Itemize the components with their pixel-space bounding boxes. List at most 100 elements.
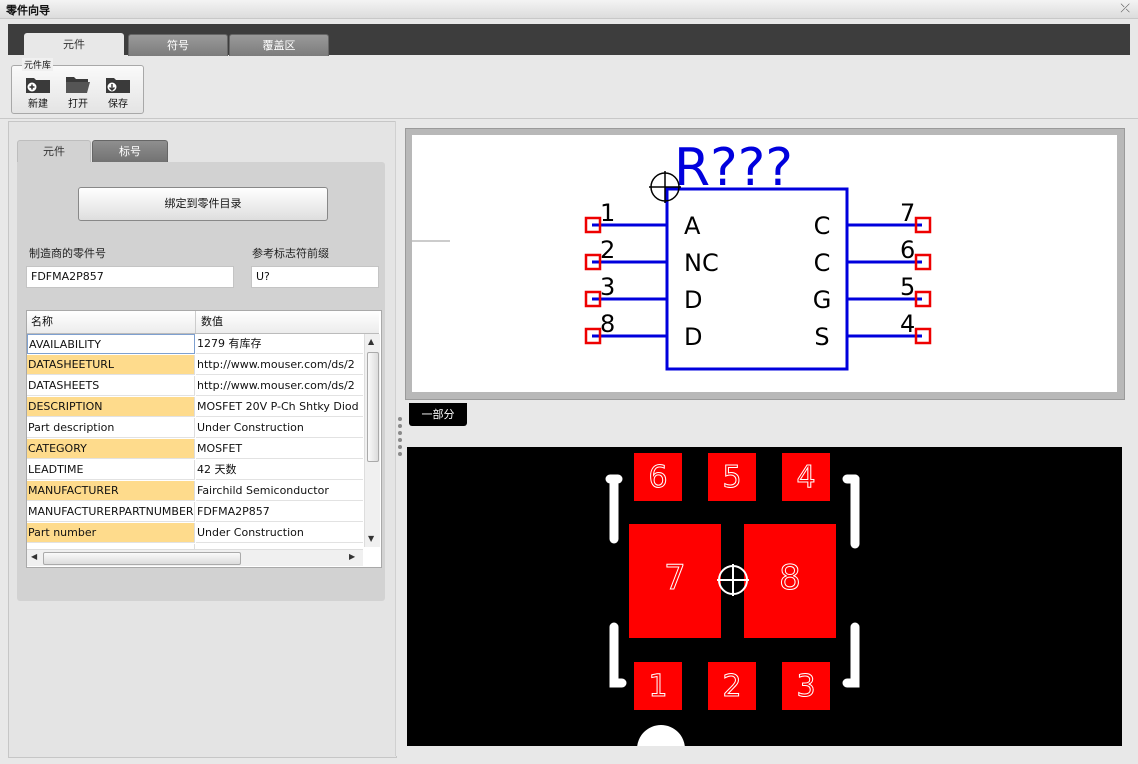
title-bar: 零件向导 ⤫ <box>0 0 1138 19</box>
footprint-pad[interactable] <box>708 453 756 501</box>
panel-splitter[interactable] <box>395 121 406 756</box>
footprint-pad[interactable] <box>782 662 830 710</box>
new-button[interactable]: 新建 <box>20 74 56 112</box>
property-value-cell[interactable]: MOSFET <box>196 439 363 459</box>
footprint-pad-large[interactable] <box>629 524 721 638</box>
save-folder-icon <box>106 78 130 93</box>
property-name-cell[interactable]: DATASHEETURL <box>27 355 195 375</box>
mfr-part-label: 制造商的零件号 <box>29 247 106 260</box>
horizontal-scrollbar[interactable]: ◀ ▶ <box>27 549 363 566</box>
pin-endpoint <box>914 216 932 234</box>
subtab-designator[interactable]: 标号 <box>92 140 168 162</box>
footprint-pad[interactable] <box>782 453 830 501</box>
property-name-cell[interactable]: AVAILABILITY <box>27 334 195 354</box>
new-button-label: 新建 <box>28 99 48 110</box>
property-name-cell[interactable]: CATEGORY <box>27 439 195 459</box>
property-name-cell[interactable]: Part number <box>27 523 195 543</box>
pin-endpoint <box>914 253 932 271</box>
tab-component[interactable]: 元件 <box>24 33 124 56</box>
ref-prefix-label: 参考标志符前缀 <box>252 247 329 260</box>
pin-name: C <box>814 249 831 277</box>
pin-endpoint <box>584 216 602 234</box>
bottom-strip <box>400 746 1138 764</box>
pad-number: 6 <box>648 460 667 495</box>
property-name-cell[interactable]: Part description <box>27 418 195 438</box>
scroll-up-icon[interactable]: ▲ <box>368 337 375 346</box>
property-value-cell[interactable]: 1279 有库存 <box>196 334 363 354</box>
mfr-part-field[interactable] <box>26 266 234 288</box>
pin-endpoint <box>584 290 602 308</box>
property-value-cell[interactable]: http://www.mouser.com/ds/2 <box>196 376 363 396</box>
component-library-group: 元件库 新建 打开 保存 <box>11 58 144 114</box>
footprint-pad[interactable] <box>634 453 682 501</box>
column-header-value[interactable]: 数值 <box>201 315 223 328</box>
footprint-pad-large[interactable] <box>744 524 836 638</box>
property-name-cell[interactable]: MANUFACTURER <box>27 481 195 501</box>
vertical-scrollbar[interactable]: ▲ ▼ <box>364 334 380 547</box>
column-divider[interactable] <box>195 311 196 333</box>
scroll-down-icon[interactable]: ▼ <box>368 534 375 543</box>
property-value-cell[interactable]: Fairchild Semiconductor <box>196 481 363 501</box>
vertical-scroll-thumb[interactable] <box>367 352 379 462</box>
save-button-label: 保存 <box>108 99 128 110</box>
new-folder-icon <box>26 78 50 93</box>
pad-number: 3 <box>796 669 815 704</box>
close-icon[interactable]: ⤫ <box>1120 1 1130 15</box>
pin-name: G <box>813 286 832 314</box>
pin-name: D <box>684 286 702 314</box>
pin-number: 6 <box>900 236 915 264</box>
symbol-body <box>665 187 849 371</box>
bind-to-catalog-button[interactable]: 绑定到零件目录 <box>78 187 328 221</box>
property-name-cell[interactable]: DESCRIPTION <box>27 397 195 417</box>
open-button[interactable]: 打开 <box>60 74 96 112</box>
open-button-label: 打开 <box>68 99 88 110</box>
tab-footprint[interactable]: 覆盖区 <box>229 34 329 56</box>
pin-number: 3 <box>600 273 615 301</box>
property-name-cell[interactable]: MANUFACTURERPARTNUMBER <box>27 502 195 522</box>
pad-number: 1 <box>648 669 667 704</box>
property-name-cell[interactable]: LEADTIME <box>27 460 195 480</box>
pin-name: NC <box>684 249 719 277</box>
main-tab-strip: 元件 符号 覆盖区 <box>8 24 1130 56</box>
column-header-name[interactable]: 名称 <box>31 315 53 328</box>
pin-name: D <box>684 323 702 351</box>
splitter-grip-icon[interactable] <box>398 417 403 459</box>
property-value-cell[interactable]: http://www.mouser.com/ds/2 <box>196 355 363 375</box>
pin-number: 1 <box>600 199 615 227</box>
property-value-cell[interactable]: MOSFET 20V P-Ch Shtky Diod <box>196 397 363 417</box>
open-folder-icon <box>66 77 90 93</box>
footprint-pad[interactable] <box>708 662 756 710</box>
property-value-cell[interactable]: 42 天数 <box>196 460 363 480</box>
property-value-cell[interactable]: Under Construction <box>196 418 363 438</box>
scroll-left-icon[interactable]: ◀ <box>31 552 38 561</box>
footprint-pad[interactable] <box>634 662 682 710</box>
property-value-cell[interactable]: Under Construction <box>196 523 363 543</box>
property-value-cell[interactable]: FDFMA2P857 <box>196 502 363 522</box>
pin-number: 8 <box>600 310 615 338</box>
part-tab[interactable]: 一部分 <box>409 403 467 426</box>
tab-symbol[interactable]: 符号 <box>128 34 228 56</box>
scroll-right-icon[interactable]: ▶ <box>349 552 356 561</box>
horizontal-scroll-thumb[interactable] <box>43 552 241 565</box>
ref-prefix-field[interactable] <box>251 266 379 288</box>
grid-header: 名称 数值 <box>27 311 379 334</box>
pin-endpoint <box>584 253 602 271</box>
save-button[interactable]: 保存 <box>100 74 136 112</box>
footprint-outline <box>605 474 860 688</box>
subtab-component[interactable]: 元件 <box>17 140 91 162</box>
property-name-cell[interactable]: DATASHEETS <box>27 376 195 396</box>
